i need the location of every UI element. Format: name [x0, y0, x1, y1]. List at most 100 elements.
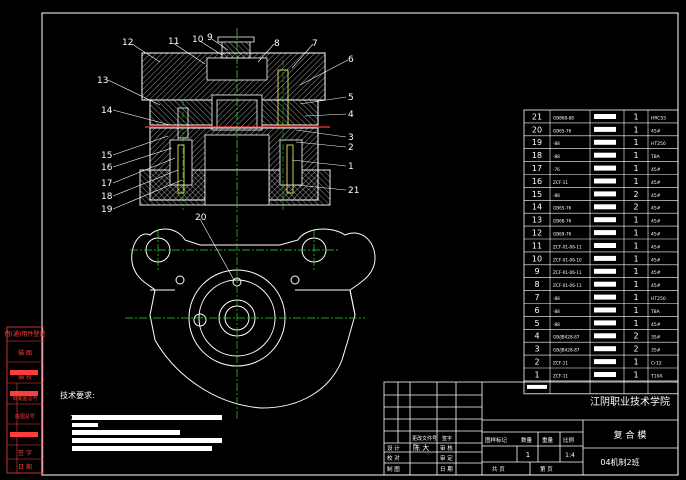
bom-item-name	[594, 359, 616, 365]
bom-item-no: 5	[534, 319, 539, 328]
bom-item-qty: 1	[633, 293, 638, 302]
label-marks: 图样标记	[485, 436, 508, 444]
label-docno: 更改文件号	[412, 435, 437, 442]
bom-item-material: 45#	[651, 322, 661, 328]
bom-item-qty: 1	[633, 241, 638, 250]
bom-item-code: ZCF-11	[553, 180, 568, 185]
row-draw: 制 图	[387, 465, 400, 473]
bom-item-name	[594, 165, 616, 171]
bom-item-code: -88	[553, 141, 560, 146]
bom-item-qty: 1	[633, 112, 638, 121]
label-page: 第 页	[540, 465, 553, 473]
bom-item-no: 10	[532, 254, 542, 263]
section-view	[139, 28, 331, 212]
bom-item-qty: 1	[633, 216, 638, 225]
bom-item-material: 45#	[651, 128, 661, 134]
label-sign: 签字	[442, 435, 452, 442]
bom-item-qty: 1	[633, 125, 638, 134]
bom-item-qty: 1	[633, 177, 638, 186]
bom-item-no: 18	[532, 151, 542, 160]
bom-item-material: 45#	[651, 232, 661, 238]
callout-labels: 12 11 10 9 8 7 6 5 4 3 2 1 13 14 15 16 1…	[97, 33, 359, 223]
plan-centerlines	[125, 215, 365, 420]
callout-16: 16	[101, 163, 113, 173]
bom-item-no: 2	[534, 358, 539, 367]
drawing-frame	[41, 12, 679, 476]
bom-item-no: 4	[534, 332, 539, 341]
callout-14: 14	[101, 106, 113, 116]
bom-item-code: -88	[553, 296, 560, 301]
bom-item-code: -76	[553, 167, 560, 172]
callout-13: 13	[97, 76, 108, 86]
bom-item-material: 45#	[651, 180, 661, 186]
bom-item-material: Cr12	[651, 361, 662, 367]
title-block-text: 江阴职业技术学院 复 合 模 04机制2班 图样标记 数量 重量 比例 1 1:…	[387, 395, 670, 473]
bom-item-name	[594, 243, 616, 248]
title-block	[383, 381, 679, 476]
bom-item-no: 7	[534, 293, 539, 302]
bom-item-material: 45#	[651, 219, 661, 225]
bom-item-name	[594, 139, 616, 145]
designer-name: 陈 大	[413, 443, 429, 452]
callout-19: 19	[101, 205, 113, 215]
bom-item-name	[594, 281, 616, 287]
bom-item-qty: 1	[633, 229, 638, 238]
bom-item-qty: 1	[633, 267, 638, 276]
bom-item-material: 45#	[651, 270, 661, 276]
callout-7: 7	[312, 39, 318, 49]
callout-11: 11	[168, 37, 179, 47]
bom-item-material: 35#	[651, 348, 661, 354]
bom-item-material: HT250	[651, 296, 666, 302]
bom-item-no: 6	[534, 306, 539, 315]
bom-item-code: ZCF-01-06-11	[553, 244, 582, 249]
strip-label-2: 描 图	[18, 349, 32, 357]
row-approve: 审 核	[440, 444, 453, 452]
callout-21: 21	[348, 186, 359, 196]
bom-item-name	[594, 126, 616, 132]
bom-item-qty: 1	[633, 138, 638, 147]
label-scale: 比例	[563, 436, 575, 444]
strip-label-7: 日 期	[18, 463, 32, 471]
plan-view	[131, 228, 376, 409]
bom-item-no: 1	[534, 370, 539, 379]
bom-item-code: ZCF-01-06-11	[553, 283, 582, 288]
callout-5: 5	[348, 93, 354, 103]
bom-item-name	[594, 346, 616, 352]
bom-item-code: GB/JB428-87	[553, 348, 580, 353]
bom-item-code: GB69-76	[553, 232, 572, 237]
bom-item-material: T8A	[650, 154, 661, 160]
bom-item-code: ZCF-01-06-10	[553, 257, 582, 262]
bom-item-name	[594, 320, 616, 326]
bom-item-material: 45#	[651, 283, 661, 289]
callout-9: 9	[207, 33, 213, 43]
bom-item-no: 13	[532, 216, 542, 225]
bom-item-name	[594, 294, 616, 300]
row-check: 校 对	[387, 454, 400, 462]
callout-8: 8	[274, 39, 280, 49]
bom-item-no: 16	[532, 177, 542, 186]
bom-item-name	[594, 204, 616, 210]
school-name: 江阴职业技术学院	[590, 395, 670, 408]
bom-item-no: 12	[532, 229, 542, 238]
bom-header	[527, 384, 547, 389]
label-weight: 重量	[542, 436, 554, 444]
bom-item-code: -88	[553, 309, 560, 314]
bom-item-material: 45#	[651, 206, 661, 212]
row-review: 审 定	[440, 454, 453, 462]
callout-17: 17	[101, 179, 112, 189]
strip-label-5: 底图总号	[15, 413, 35, 420]
callout-2: 2	[348, 143, 354, 153]
strip-label-6: 签 字	[18, 449, 32, 457]
bom-item-material: HT250	[651, 141, 666, 147]
callout-4: 4	[348, 110, 354, 120]
callout-18: 18	[101, 192, 113, 202]
bom-item-name	[594, 333, 616, 339]
bom-item-code: ZCF-11	[553, 361, 568, 366]
bom-item-no: 17	[532, 164, 542, 173]
bom-item-name	[594, 114, 616, 119]
bom-item-code: ZCF-11	[553, 373, 568, 378]
qty-value: 1	[526, 451, 530, 459]
callout-3: 3	[348, 133, 354, 143]
